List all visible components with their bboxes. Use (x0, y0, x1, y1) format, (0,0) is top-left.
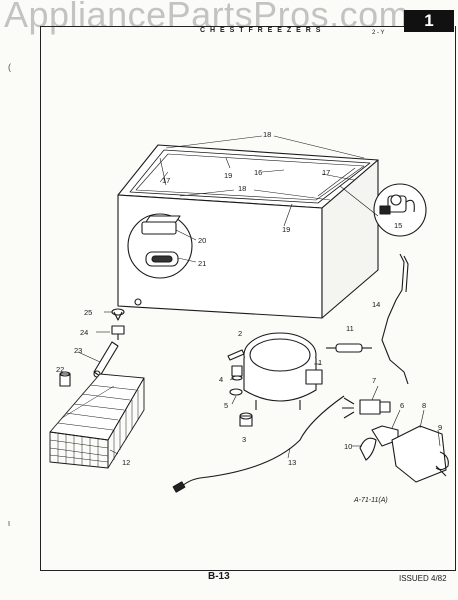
part-label-5: 5 (224, 401, 229, 410)
compressor-part-1 (243, 332, 323, 410)
part-label-24: 24 (80, 328, 89, 337)
detail-callout-hinge (127, 213, 193, 279)
part-label-7: 7 (372, 376, 377, 385)
part-label-3: 3 (242, 435, 247, 444)
part-label-9: 9 (438, 423, 443, 432)
part-label-20: 20 (198, 236, 207, 245)
part-label-14: 14 (372, 300, 381, 309)
freezer-cabinet (117, 144, 379, 319)
part-label-8: 8 (422, 401, 427, 410)
issue-date: ISSUED 4/82 (399, 574, 447, 583)
part-label-1: 1 (318, 358, 323, 367)
tube-part-14 (381, 253, 409, 385)
part-label-16: 16 (254, 168, 263, 177)
part-label-2: 2 (238, 329, 243, 338)
diagram-frame (40, 26, 456, 571)
section-header-right: 2 - Y (372, 30, 385, 36)
margin-mark-top: ( (8, 62, 11, 72)
page-number-box: 1 (404, 10, 454, 32)
part-label-17-left: 17 (162, 176, 171, 185)
part-label-23: 23 (74, 346, 83, 355)
part-label-25: 25 (84, 308, 93, 317)
page-footer-code: B-13 (208, 571, 230, 582)
drain-parts (59, 308, 125, 387)
part-label-12: 12 (122, 458, 131, 467)
part-label-6: 6 (400, 401, 405, 410)
part-label-18-middle: 18 (238, 184, 247, 193)
part-label-15: 15 (394, 221, 403, 230)
figure-code: A-71-11(A) (354, 497, 388, 504)
part-label-18-top: 18 (263, 130, 272, 139)
relay-overload-parts (342, 397, 449, 483)
wire-basket-part-12 (49, 373, 145, 469)
part-label-19-top: 19 (224, 171, 233, 180)
part-label-17-right: 17 (322, 168, 331, 177)
part-label-11: 11 (346, 324, 354, 333)
part-label-19-bottom: 19 (282, 225, 291, 234)
frame-top-border (40, 26, 420, 27)
power-cord-part-13 (172, 395, 345, 493)
grommet-parts (227, 349, 253, 427)
section-header: C H E S T F R E E Z E R S (200, 27, 322, 34)
part-label-22: 22 (56, 365, 65, 374)
part-label-4: 4 (219, 375, 224, 384)
leader-lines (77, 135, 441, 459)
margin-mark-bottom: ι (8, 518, 10, 528)
part-label-13: 13 (288, 458, 297, 467)
drier-part-11 (326, 343, 372, 353)
watermark-text: AppliancePartsPros.com (4, 0, 410, 35)
part-label-10: 10 (344, 442, 353, 451)
part-label-21: 21 (198, 259, 207, 268)
detail-callout-thermostat (373, 183, 427, 237)
